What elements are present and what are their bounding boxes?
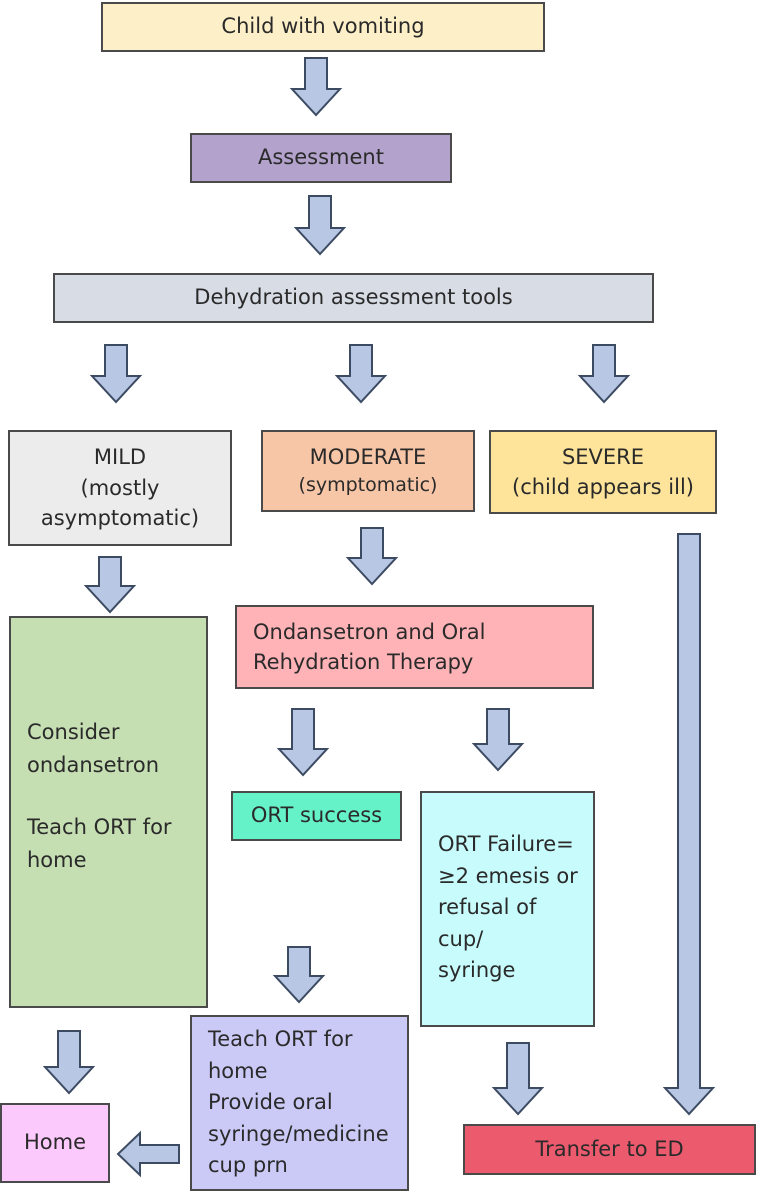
teach-home-line-2: home [208, 1058, 268, 1083]
teach-home-line-5: cup prn [208, 1153, 288, 1178]
mild-action-line-3: Teach ORT for [27, 815, 172, 840]
node-moderate: MODERATE (symptomatic) [261, 430, 475, 512]
node-home: Home [0, 1103, 110, 1183]
mild-action-line-4: home [27, 847, 87, 872]
node-mild-action: Consider ondansetron Teach ORT for home [9, 616, 208, 1008]
mild-action-line-1: Consider [27, 720, 120, 744]
ondansetron-line-2: Rehydration Therapy [253, 650, 474, 674]
ondansetron-line-1: Ondansetron and Oral [253, 619, 486, 644]
arrow-moderate-to-ondansetron [345, 527, 399, 586]
moderate-subtitle: (symptomatic) [298, 474, 438, 497]
ort-failure-line-3: refusal of [438, 895, 537, 919]
node-transfer-to-ed: Transfer to ED [463, 1124, 756, 1175]
arrow-success-to-teach-home [272, 946, 326, 1004]
ort-failure-line-5: syringe [438, 958, 516, 982]
mild-subtitle-1: (mostly [80, 475, 160, 500]
mild-action-line-2: ondansetron [27, 752, 160, 777]
node-severe: SEVERE (child appears ill) [489, 430, 717, 514]
node-child-with-vomiting: Child with vomiting [101, 2, 545, 52]
teach-home-line-4: syringe/medicine [208, 1121, 389, 1146]
arrow-mild-to-action [83, 556, 137, 614]
teach-home-line-3: Provide oral [208, 1090, 333, 1115]
node-dehydration-assessment-tools: Dehydration assessment tools [53, 273, 654, 323]
ort-failure-line-2: ≥2 emesis or [438, 863, 578, 888]
arrow-mild-action-to-home [42, 1030, 96, 1095]
node-ort-failure: ORT Failure= ≥2 emesis or refusal of cup… [420, 791, 595, 1027]
ort-failure-line-4: cup/ [438, 926, 484, 951]
arrow-severe-to-transfer [662, 533, 716, 1116]
teach-home-line-1: Teach ORT for [208, 1027, 353, 1052]
node-ort-success: ORT success [231, 791, 402, 841]
severe-subtitle: (child appears ill) [512, 475, 694, 499]
node-label: Home [23, 1130, 86, 1155]
arrow-tools-to-moderate [334, 344, 388, 404]
node-teach-ort-home: Teach ORT for home Provide oral syringe/… [190, 1015, 409, 1191]
arrow-failure-to-transfer [491, 1042, 545, 1116]
moderate-title: MODERATE [309, 445, 427, 469]
ort-failure-line-1: ORT Failure= [438, 832, 574, 856]
node-label: ORT success [250, 803, 383, 828]
node-label: Dehydration assessment tools [194, 285, 513, 310]
severe-title: SEVERE [561, 444, 645, 469]
mild-subtitle-2: asymptomatic) [40, 506, 200, 531]
node-mild: MILD (mostly asymptomatic) [8, 430, 232, 546]
node-label: Child with vomiting [221, 14, 425, 39]
node-assessment: Assessment [190, 133, 452, 183]
arrow-teach-home-to-home [116, 1130, 180, 1178]
arrow-ondansetron-to-success [276, 708, 330, 777]
arrow-tools-to-mild [89, 344, 143, 404]
arrow-assessment-to-tools [293, 195, 347, 256]
arrow-ondansetron-to-failure [471, 708, 525, 772]
mild-title: MILD [93, 445, 147, 470]
node-label: Transfer to ED [535, 1136, 684, 1161]
arrow-start-to-assessment [289, 57, 343, 117]
node-label: Assessment [258, 145, 384, 170]
node-ondansetron-ort: Ondansetron and Oral Rehydration Therapy [235, 605, 594, 689]
arrow-tools-to-severe [577, 344, 631, 404]
